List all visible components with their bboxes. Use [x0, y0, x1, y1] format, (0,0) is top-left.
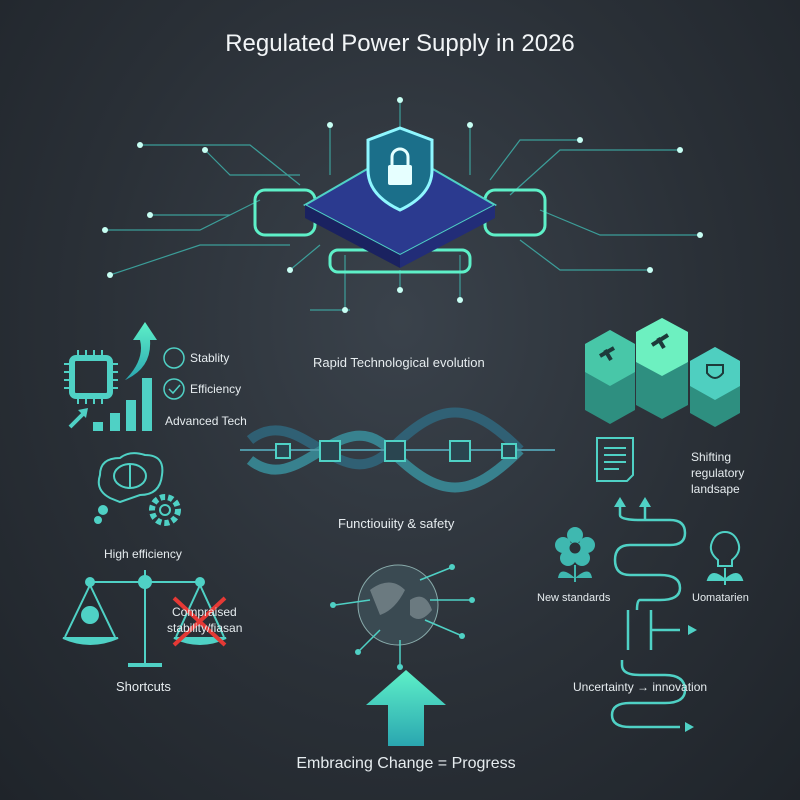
legend-advanced-tech: Advanced Tech — [165, 414, 247, 428]
functionality-safety-label: Functiouiity & safety — [338, 516, 455, 531]
new-standards-label: New standards — [537, 592, 611, 604]
legend-stability: Stablity — [190, 351, 230, 365]
chip-icons — [275, 440, 517, 462]
winding-path-icon — [610, 505, 687, 729]
uncertainty-innovation-label: Uncertainty → innovation — [573, 680, 708, 694]
page-title: Regulated Power Supply in 2026 — [225, 30, 575, 57]
globe-network-icon — [330, 564, 475, 670]
regulation-hex-stacks-icon — [585, 318, 740, 427]
flower-icon — [555, 527, 595, 582]
secure-chip-icon — [253, 126, 547, 274]
rapid-evolution-label: Rapid Technological evolution — [313, 355, 485, 370]
circuit-board-icon — [105, 100, 700, 311]
up-arrow-icon — [366, 670, 446, 746]
shifting-line3: landsape — [691, 482, 740, 496]
shifting-line2: regulatory — [691, 466, 745, 480]
stability-icon — [163, 347, 185, 369]
high-efficiency-label: High efficiency — [104, 547, 182, 561]
shortcuts-label: Shortcuts — [116, 679, 171, 694]
lightbulb-plant-icon — [706, 530, 744, 585]
brain-gear-icon — [94, 452, 181, 526]
scale-label-line2: stability/fiasan — [167, 621, 243, 635]
legend-efficiency: Efficiency — [190, 382, 242, 396]
chip-growth-icon — [64, 322, 157, 431]
document-icon — [596, 437, 634, 482]
efficiency-check-icon — [163, 378, 185, 400]
cross-icon — [172, 596, 227, 647]
circuit-node-dots — [102, 97, 703, 313]
footer-tagline: Embracing Change = Progress — [296, 755, 516, 772]
scale-label-line1: Compraised — [172, 605, 237, 619]
shifting-line1: Shifting — [691, 450, 732, 464]
umatarien-label: Uomatarien — [692, 592, 749, 604]
